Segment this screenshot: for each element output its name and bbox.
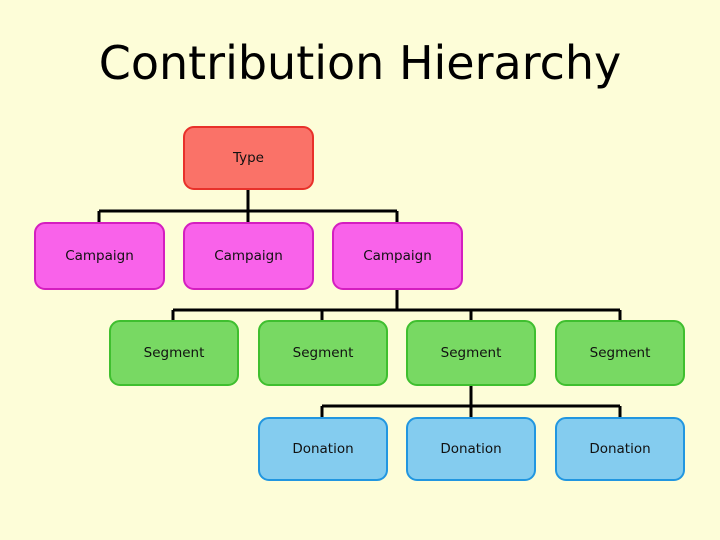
node-label: Type — [232, 150, 264, 166]
node-label: Segment — [440, 345, 502, 361]
page-title: Contribution Hierarchy — [98, 36, 622, 90]
node-label: Campaign — [214, 248, 283, 264]
node-type-1[interactable]: Type — [183, 126, 314, 190]
node-label: Donation — [292, 441, 354, 457]
node-segment-2[interactable]: Segment — [258, 320, 388, 386]
node-label: Campaign — [363, 248, 432, 264]
node-label: Segment — [589, 345, 651, 361]
node-donation-2[interactable]: Donation — [406, 417, 536, 481]
node-label: Donation — [589, 441, 651, 457]
node-label: Segment — [143, 345, 205, 361]
node-label: Segment — [292, 345, 354, 361]
node-donation-3[interactable]: Donation — [555, 417, 685, 481]
node-campaign-2[interactable]: Campaign — [183, 222, 314, 290]
node-campaign-1[interactable]: Campaign — [34, 222, 165, 290]
node-segment-3[interactable]: Segment — [406, 320, 536, 386]
node-label: Donation — [440, 441, 502, 457]
node-campaign-3[interactable]: Campaign — [332, 222, 463, 290]
node-label: Campaign — [65, 248, 134, 264]
node-segment-1[interactable]: Segment — [109, 320, 239, 386]
node-donation-1[interactable]: Donation — [258, 417, 388, 481]
node-segment-4[interactable]: Segment — [555, 320, 685, 386]
